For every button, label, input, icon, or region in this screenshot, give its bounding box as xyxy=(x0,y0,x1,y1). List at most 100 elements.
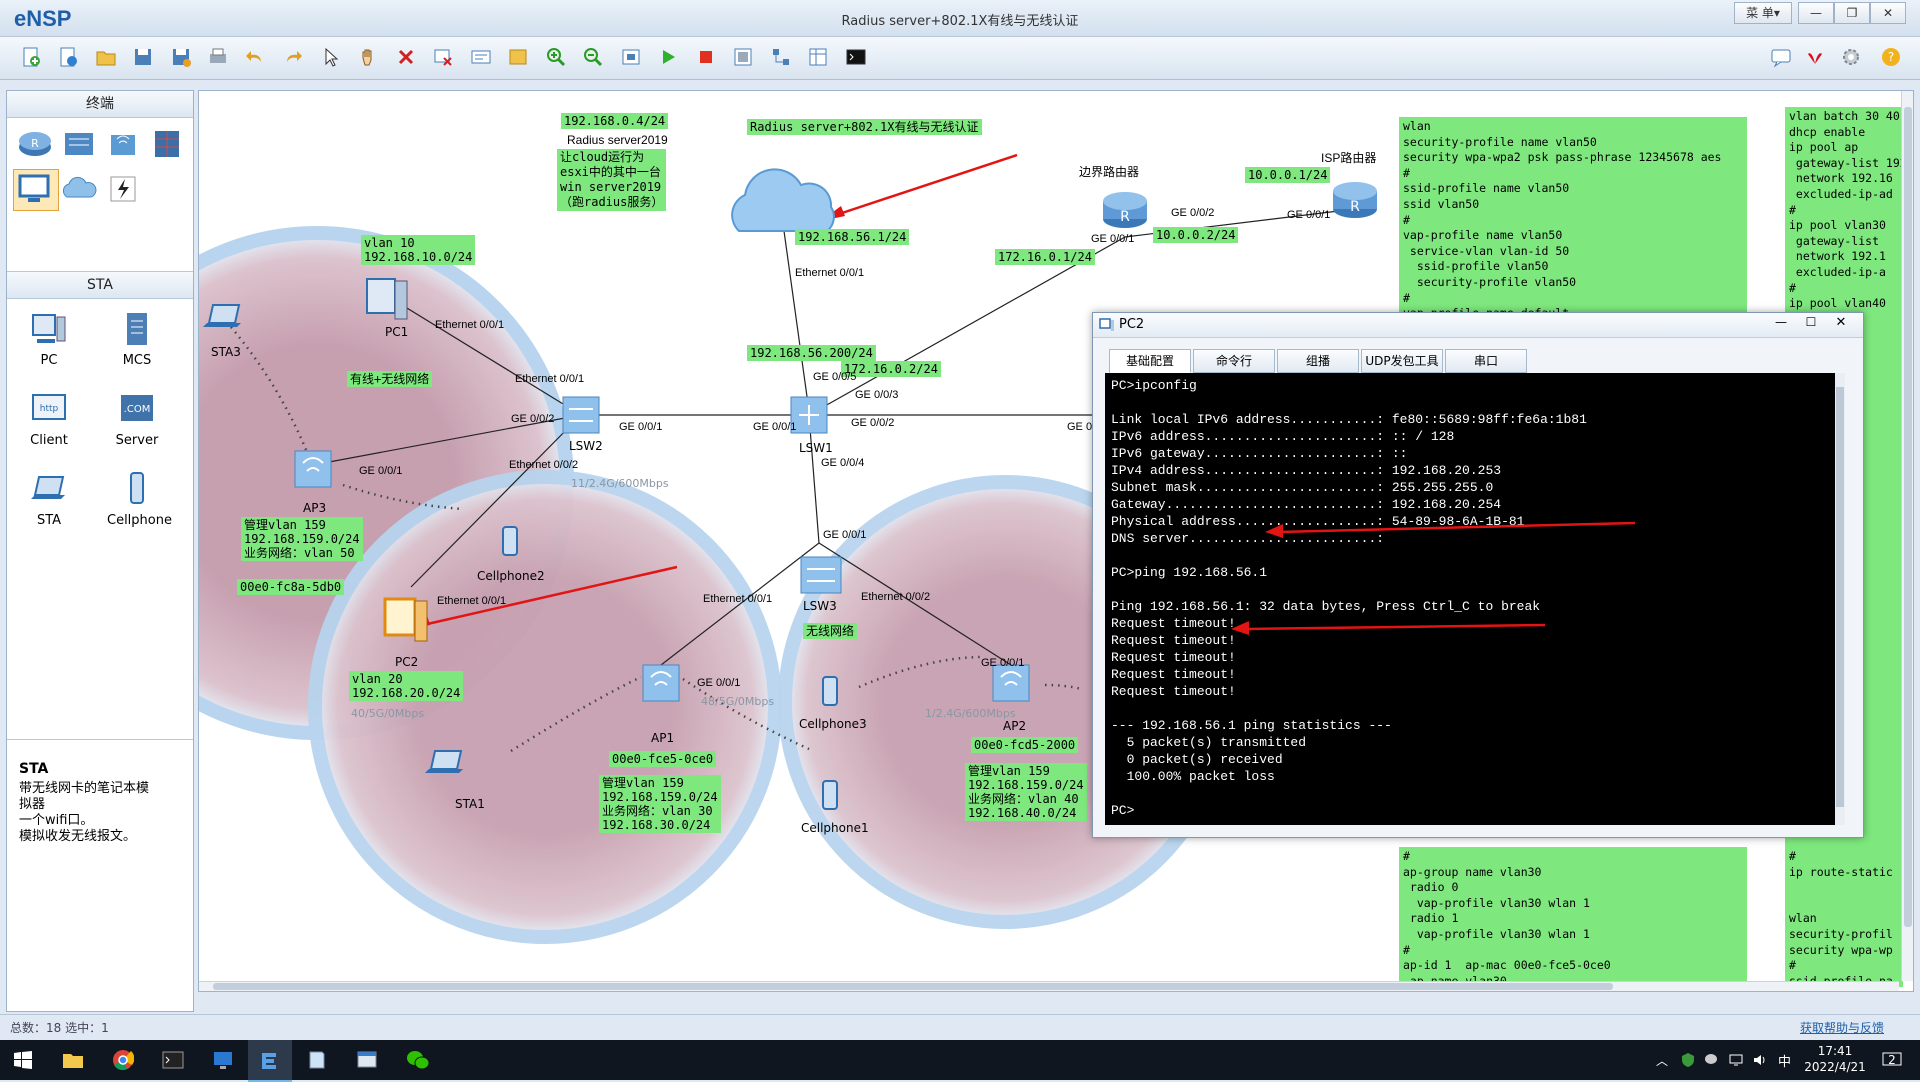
tab-udp-tool[interactable]: UDP发包工具 xyxy=(1361,349,1443,373)
network-tray-icon[interactable] xyxy=(1728,1052,1744,1068)
device-server[interactable]: .COM Server xyxy=(107,389,167,448)
cloud-node-icon[interactable] xyxy=(731,168,835,232)
tab-basic-config[interactable]: 基础配置 xyxy=(1109,349,1191,373)
terminal-category-selected[interactable] xyxy=(13,169,59,211)
label-server-ip[interactable]: 192.168.0.4/24 xyxy=(561,113,669,129)
topology-icon[interactable] xyxy=(770,46,792,68)
label-vlan10[interactable]: vlan 10 192.168.10.0/24 xyxy=(361,235,476,265)
device-pc[interactable]: PC xyxy=(19,309,79,368)
sta1-icon[interactable] xyxy=(425,750,463,773)
device-client[interactable]: http Client xyxy=(19,389,79,448)
console-output[interactable]: PC>ipconfig Link local IPv6 address.....… xyxy=(1105,373,1845,825)
label-ap3-mac[interactable]: 00e0-fc8a-5db0 xyxy=(237,579,345,595)
menu-button[interactable]: 菜 单▾ xyxy=(1734,2,1792,24)
zoom-in-icon[interactable] xyxy=(545,46,567,68)
fit-view-icon[interactable] xyxy=(620,46,642,68)
cellphone3-icon[interactable] xyxy=(822,676,838,706)
label-lsw1-up[interactable]: 192.168.56.200/24 xyxy=(747,345,876,361)
chrome-icon[interactable] xyxy=(112,1049,134,1071)
label-ap3-info[interactable]: 管理vlan 159 192.168.159.0/24 业务网络：vlan 50 xyxy=(241,517,363,561)
new-example-icon[interactable] xyxy=(57,46,79,68)
label-lsw1-border[interactable]: 172.16.0.2/24 xyxy=(841,361,941,377)
security-tray-icon[interactable] xyxy=(1680,1052,1696,1068)
cmd-icon[interactable] xyxy=(162,1050,184,1070)
device-mcs[interactable]: MCS xyxy=(107,309,167,368)
pc2-maximize-button[interactable]: ☐ xyxy=(1805,315,1817,329)
lsw2-icon[interactable] xyxy=(562,396,600,434)
label-wired-wireless[interactable]: 有线+无线网络 xyxy=(347,371,433,387)
save-as-icon[interactable] xyxy=(170,46,192,68)
file-explorer-icon[interactable] xyxy=(62,1050,84,1070)
delete-connection-icon[interactable] xyxy=(432,46,454,68)
hand-drag-icon[interactable] xyxy=(357,46,379,68)
text-note-icon[interactable] xyxy=(470,46,492,68)
label-ap1-info[interactable]: 管理vlan 159 192.168.159.0/24 业务网络：vlan 30… xyxy=(599,775,721,833)
save-icon[interactable] xyxy=(132,46,154,68)
delete-icon[interactable] xyxy=(395,46,417,68)
print-icon[interactable] xyxy=(207,46,229,68)
ime-indicator[interactable]: 中 xyxy=(1778,1055,1792,1070)
new-topology-icon[interactable] xyxy=(20,46,42,68)
start-device-icon[interactable] xyxy=(657,46,679,68)
label-radius-title[interactable]: Radius server+802.1X有线与无线认证 xyxy=(747,119,982,135)
redo-icon[interactable] xyxy=(282,46,304,68)
label-ap2-info[interactable]: 管理vlan 159 192.168.159.0/24 业务网络：vlan 40… xyxy=(965,763,1087,821)
pc1-icon[interactable] xyxy=(366,278,408,320)
ap3-icon[interactable] xyxy=(294,450,332,488)
label-wireless[interactable]: 无线网络 xyxy=(803,623,858,639)
device-sta[interactable]: STA xyxy=(19,469,79,528)
terminal-icon[interactable] xyxy=(845,46,867,68)
lsw3-icon[interactable] xyxy=(800,556,842,594)
ap2-icon[interactable] xyxy=(992,664,1030,702)
label-ap1-mac[interactable]: 00e0-fce5-0ce0 xyxy=(609,751,717,767)
ap1-icon[interactable] xyxy=(642,664,680,702)
sta3-icon[interactable] xyxy=(203,304,241,327)
label-ap2-mac[interactable]: 00e0-fcd5-2000 xyxy=(971,737,1079,753)
remote-desktop-icon[interactable] xyxy=(212,1049,234,1071)
wlan-category-icon[interactable] xyxy=(103,125,143,161)
notepad-icon[interactable] xyxy=(306,1049,328,1071)
pc2-close-button[interactable]: ✕ xyxy=(1835,315,1847,330)
config-panel-route[interactable]: # ip route-static wlan security-profil s… xyxy=(1785,847,1903,987)
router-category-icon[interactable]: R xyxy=(15,125,55,161)
label-pc2-info[interactable]: vlan 20 192.168.20.0/24 xyxy=(349,671,464,701)
capture-icon[interactable] xyxy=(732,46,754,68)
console-scroll-thumb[interactable] xyxy=(1836,387,1844,807)
label-isp-ip[interactable]: 10.0.0.1/24 xyxy=(1245,167,1331,183)
stop-device-icon[interactable] xyxy=(695,46,717,68)
notification-button[interactable]: 2 xyxy=(1880,1048,1904,1072)
isp-router-icon[interactable]: R xyxy=(1333,182,1377,218)
pc2-minimize-button[interactable]: — xyxy=(1775,315,1787,329)
label-cloud-ip[interactable]: 192.168.56.1/24 xyxy=(795,229,910,245)
tray-chevron-icon[interactable]: ︿ xyxy=(1656,1054,1669,1068)
tab-multicast[interactable]: 组播 xyxy=(1277,349,1359,373)
undo-icon[interactable] xyxy=(244,46,266,68)
horizontal-scrollbar[interactable] xyxy=(199,981,1899,991)
windows-start-icon[interactable] xyxy=(14,1051,32,1069)
config-panel-wlan[interactable]: wlan security-profile name vlan50 securi… xyxy=(1399,117,1747,317)
settings-gear-icon[interactable] xyxy=(1840,46,1862,68)
restore-button[interactable]: ❐ xyxy=(1834,2,1870,24)
label-cloud-note[interactable]: 让cloud运行为 esxi中的其中一台 win server2019 （跑ra… xyxy=(557,149,667,211)
taskbar-ensp[interactable] xyxy=(248,1040,292,1082)
topology-canvas[interactable]: R R 192.168.0.4/24 Radius server+802.1X有… xyxy=(198,90,1914,992)
huawei-logo-icon[interactable] xyxy=(1804,46,1826,68)
window-app-icon[interactable] xyxy=(356,1049,378,1071)
cellphone2-icon[interactable] xyxy=(502,526,518,556)
clock[interactable]: 17:41 2022/4/21 xyxy=(1804,1044,1866,1074)
open-icon[interactable] xyxy=(95,46,117,68)
connection-category-icon[interactable] xyxy=(103,171,143,207)
palette-section-sta[interactable]: STA xyxy=(7,271,193,299)
wechat-tray-icon[interactable] xyxy=(1704,1052,1720,1068)
cellphone1-icon[interactable] xyxy=(822,780,838,810)
grid-icon[interactable] xyxy=(807,46,829,68)
select-pointer-icon[interactable] xyxy=(320,46,342,68)
tab-command-line[interactable]: 命令行 xyxy=(1193,349,1275,373)
border-router-icon[interactable]: R xyxy=(1103,192,1147,228)
help-icon[interactable]: ? xyxy=(1880,46,1902,68)
help-feedback-link[interactable]: 获取帮助与反馈 xyxy=(1800,1021,1885,1035)
lsw1-icon[interactable] xyxy=(790,396,828,434)
cloud-category-icon[interactable] xyxy=(59,171,99,207)
volume-tray-icon[interactable] xyxy=(1752,1052,1768,1068)
label-border-isp[interactable]: 10.0.0.2/24 xyxy=(1153,227,1239,243)
